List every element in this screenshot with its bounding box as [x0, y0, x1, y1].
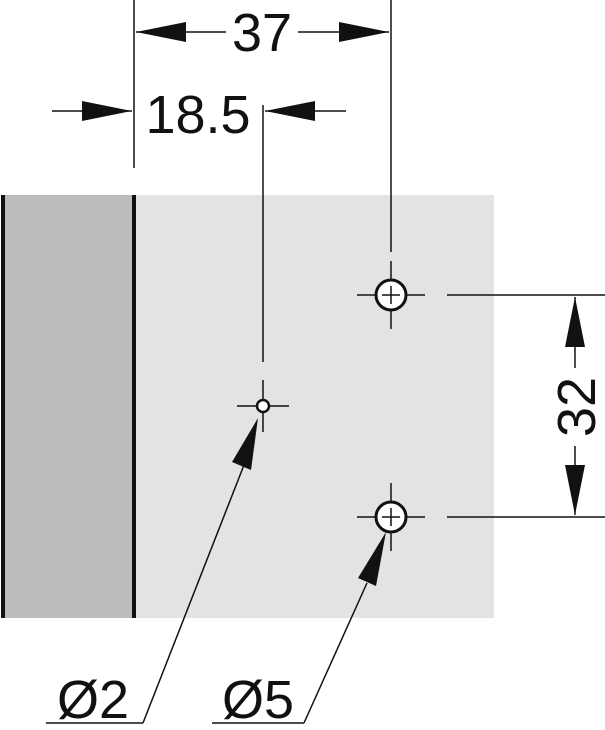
dimension-32-label: 32 — [547, 377, 605, 437]
screw-hole-upper — [357, 261, 425, 329]
dimension-18-5-label: 18.5 — [145, 85, 250, 145]
dimension-37-label: 37 — [232, 3, 292, 63]
pilot-hole-diameter-label: Ø2 — [57, 670, 129, 730]
dimension-18-5: 18.5 — [52, 85, 346, 145]
screw-hole-lower — [357, 483, 425, 551]
dimension-37: 37 — [136, 3, 389, 63]
side-panel — [3, 195, 134, 618]
dimension-32: 32 — [547, 297, 605, 515]
pilot-hole — [237, 380, 289, 432]
screw-hole-diameter-label: Ø5 — [222, 670, 294, 730]
leader-screw-hole — [212, 532, 386, 724]
mounting-plate — [134, 195, 494, 618]
leader-pilot-hole — [46, 418, 258, 724]
